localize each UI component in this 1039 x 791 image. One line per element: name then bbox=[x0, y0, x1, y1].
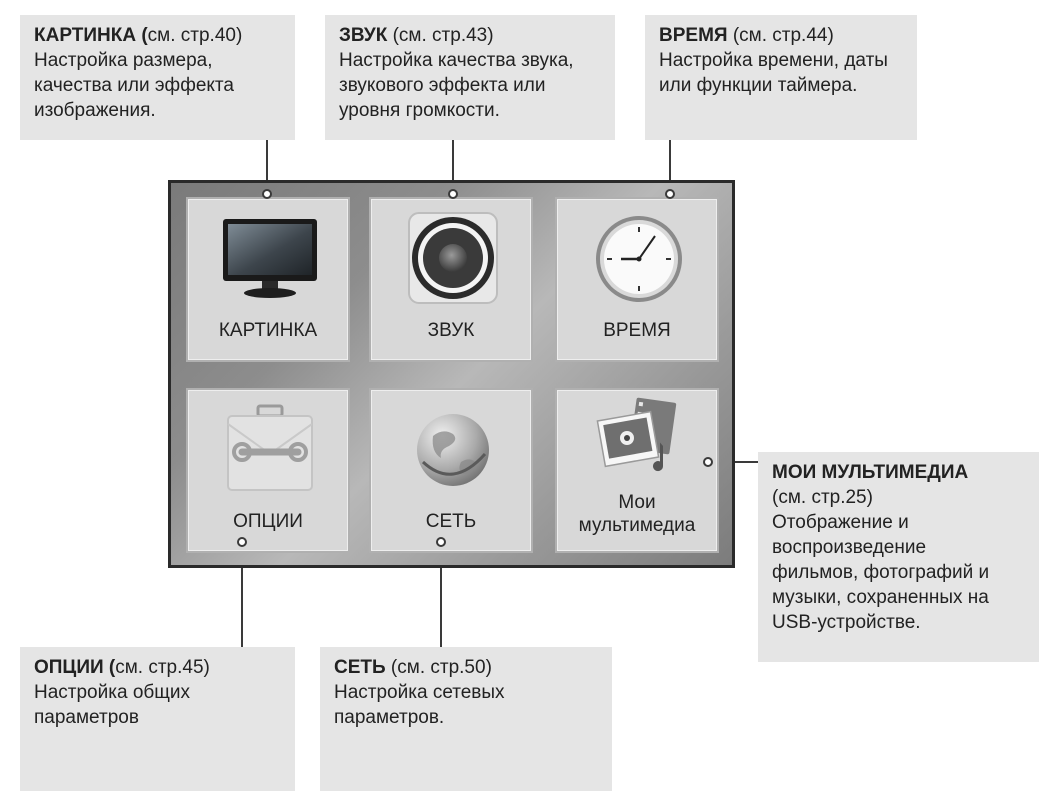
callout-media-desc-5: USB-устройстве. bbox=[772, 612, 921, 633]
callout-media-desc-1: Отображение и bbox=[772, 512, 909, 533]
connector-dot-time bbox=[665, 189, 675, 199]
callout-sound-ref: (см. стр.43) bbox=[387, 25, 494, 46]
connector-dot-media bbox=[703, 457, 713, 467]
callout-network: СЕТЬ (см. стр.50) Настройка сетевых пара… bbox=[320, 647, 612, 791]
callout-media-desc-4: музыки, сохраненных на bbox=[772, 587, 989, 608]
callout-sound-title: ЗВУК bbox=[339, 25, 388, 46]
clock-icon bbox=[589, 211, 689, 306]
media-icon bbox=[589, 396, 689, 476]
menu-label-media-line2: мультимедиа bbox=[578, 515, 696, 536]
menu-label-network: СЕТЬ bbox=[425, 511, 477, 532]
connector-dot-options bbox=[237, 537, 247, 547]
callout-sound: ЗВУК (см. стр.43) Настройка качества зву… bbox=[325, 15, 615, 140]
callout-options-desc-2: параметров bbox=[34, 707, 139, 728]
callout-media-desc-2: воспроизведение bbox=[772, 537, 927, 558]
speaker-icon bbox=[403, 211, 503, 306]
callout-options-ref: см. стр.45) bbox=[115, 657, 210, 678]
menu-label-sound: ЗВУК bbox=[427, 320, 475, 341]
connector-picture bbox=[266, 140, 268, 194]
callout-time-desc-1: Настройка времени, даты bbox=[659, 50, 888, 71]
connector-time bbox=[669, 140, 671, 194]
menu-tile-network[interactable]: СЕТЬ bbox=[369, 388, 533, 553]
callout-picture-ref: см. стр.40) bbox=[147, 25, 243, 46]
connector-dot-sound bbox=[448, 189, 458, 199]
callout-network-desc-1: Настройка сетевых bbox=[334, 682, 505, 703]
callout-media: МОИ МУЛЬТИМЕДИА (см. стр.25) Отображение… bbox=[758, 452, 1039, 662]
menu-label-media-line1: Мои bbox=[618, 492, 656, 513]
home-menu-panel: КАРТИНКА ЗВУК bbox=[168, 180, 735, 568]
connector-options bbox=[241, 542, 243, 647]
callout-picture-title: КАРТИНКА ( bbox=[34, 25, 148, 46]
callout-sound-desc-1: Настройка качества звука, bbox=[339, 50, 574, 71]
callout-options: ОПЦИИ (см. стр.45) Настройка общих парам… bbox=[20, 647, 295, 791]
callout-time: ВРЕМЯ (см. стр.44) Настройка времени, да… bbox=[645, 15, 917, 140]
connector-dot-network bbox=[436, 537, 446, 547]
connector-dot-picture bbox=[262, 189, 272, 199]
globe-icon bbox=[403, 402, 503, 497]
callout-picture-desc-2: качества или эффекта bbox=[34, 75, 234, 96]
callout-media-ref: (см. стр.25) bbox=[772, 487, 873, 508]
callout-media-desc-3: фильмов, фотографий и bbox=[772, 562, 990, 583]
menu-tile-options[interactable]: ОПЦИИ bbox=[186, 388, 350, 553]
callout-sound-desc-2: звукового эффекта или bbox=[339, 75, 546, 96]
callout-network-desc-2: параметров. bbox=[334, 707, 445, 728]
menu-label-media: Мои мультимедиа bbox=[557, 491, 717, 537]
callout-sound-desc-3: уровня громкости. bbox=[339, 100, 500, 121]
toolbox-icon bbox=[220, 402, 320, 497]
callout-picture-desc-3: изображения. bbox=[34, 100, 156, 121]
callout-picture: КАРТИНКА (см. стр.40) Настройка размера,… bbox=[20, 15, 295, 140]
tv-icon bbox=[220, 211, 320, 306]
callout-network-title: СЕТЬ bbox=[334, 657, 386, 678]
callout-time-ref: (см. стр.44) bbox=[727, 25, 834, 46]
menu-label-options: ОПЦИИ bbox=[233, 511, 303, 532]
callout-picture-desc-1: Настройка размера, bbox=[34, 50, 213, 71]
callout-options-desc-1: Настройка общих bbox=[34, 682, 191, 703]
menu-tile-sound[interactable]: ЗВУК bbox=[369, 197, 533, 362]
connector-network bbox=[440, 542, 442, 647]
callout-media-title: МОИ МУЛЬТИМЕДИА bbox=[772, 462, 969, 483]
callout-time-title: ВРЕМЯ bbox=[659, 25, 728, 46]
menu-label-time: ВРЕМЯ bbox=[603, 320, 671, 341]
callout-network-ref: (см. стр.50) bbox=[385, 657, 492, 678]
menu-tile-picture[interactable]: КАРТИНКА bbox=[186, 197, 350, 362]
menu-label-picture: КАРТИНКА bbox=[218, 320, 318, 341]
connector-sound bbox=[452, 140, 454, 194]
menu-tile-media[interactable]: Мои мультимедиа bbox=[555, 388, 719, 553]
callout-time-desc-2: или функции таймера. bbox=[659, 75, 858, 96]
menu-tile-time[interactable]: ВРЕМЯ bbox=[555, 197, 719, 362]
callout-options-title: ОПЦИИ ( bbox=[34, 657, 116, 678]
